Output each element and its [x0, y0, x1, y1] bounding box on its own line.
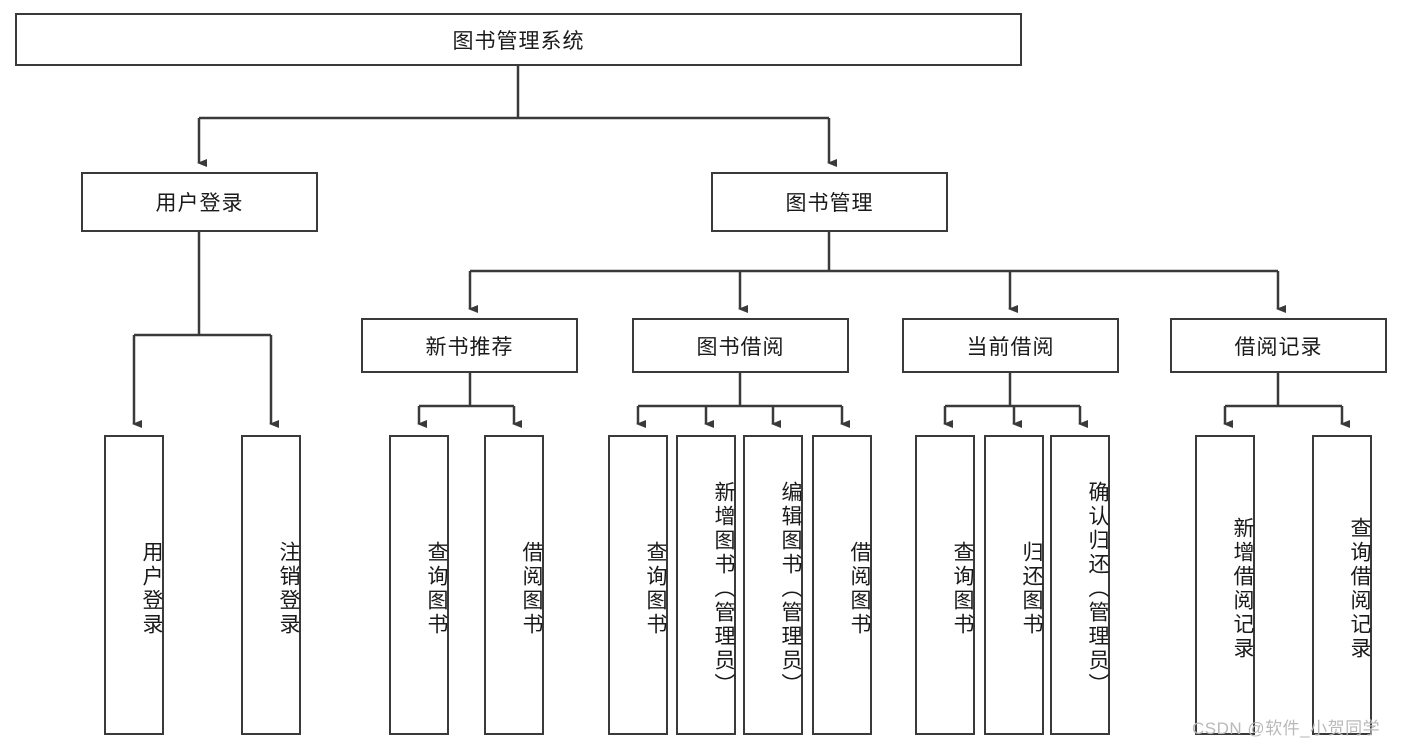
node-label: 图书管理系统: [452, 29, 585, 53]
node-label: 查询借阅记录: [1348, 517, 1371, 661]
leaf-query-borrow-record[interactable]: 查询借阅记录: [1312, 435, 1372, 735]
node-label: 确认归还（管理员）: [1086, 481, 1109, 697]
leaf-user-login[interactable]: 用户登录: [104, 435, 164, 735]
node-label: 注销登录: [277, 541, 300, 637]
node-label: 图书管理: [785, 192, 874, 215]
leaf-add-book-admin[interactable]: 新增图书（管理员）: [676, 435, 736, 735]
csdn-watermark: CSDN @软件_小贺同学: [1192, 719, 1381, 738]
node-label: 查询图书: [425, 541, 448, 637]
node-user-login[interactable]: 用户登录: [81, 172, 318, 232]
node-label: 用户登录: [155, 192, 244, 215]
node-book-management[interactable]: 图书管理: [711, 172, 948, 232]
node-label: 用户登录: [140, 541, 163, 637]
node-current-borrowing[interactable]: 当前借阅: [902, 318, 1119, 373]
leaf-confirm-return-admin[interactable]: 确认归还（管理员）: [1050, 435, 1110, 735]
leaf-edit-book-admin[interactable]: 编辑图书（管理员）: [743, 435, 803, 735]
node-label: 借阅图书: [520, 541, 543, 637]
node-label: 新增借阅记录: [1231, 517, 1254, 661]
leaf-return-books[interactable]: 归还图书: [984, 435, 1044, 735]
node-label: 归还图书: [1020, 541, 1043, 637]
node-label: 图书借阅: [696, 335, 785, 359]
node-book-borrowing[interactable]: 图书借阅: [632, 318, 849, 373]
node-new-book-recommendation[interactable]: 新书推荐: [361, 318, 578, 373]
node-label: 编辑图书（管理员）: [779, 481, 802, 697]
node-label: 借阅记录: [1234, 335, 1323, 359]
leaf-logout[interactable]: 注销登录: [241, 435, 301, 735]
leaf-borrow-books[interactable]: 借阅图书: [812, 435, 872, 735]
node-label: 新增图书（管理员）: [712, 481, 735, 697]
node-root-book-management-system[interactable]: 图书管理系统: [15, 13, 1022, 66]
leaf-add-borrow-record[interactable]: 新增借阅记录: [1195, 435, 1255, 735]
node-borrow-records[interactable]: 借阅记录: [1170, 318, 1387, 373]
node-label: 新书推荐: [425, 335, 514, 359]
leaf-borrow-books-new-book[interactable]: 借阅图书: [484, 435, 544, 735]
node-label: 查询图书: [951, 541, 974, 637]
node-label: 查询图书: [644, 541, 667, 637]
leaf-query-books-new-book[interactable]: 查询图书: [389, 435, 449, 735]
node-label: 当前借阅: [966, 335, 1055, 359]
node-label: 借阅图书: [848, 541, 871, 637]
leaf-query-books-current[interactable]: 查询图书: [915, 435, 975, 735]
leaf-query-books-borrow[interactable]: 查询图书: [608, 435, 668, 735]
